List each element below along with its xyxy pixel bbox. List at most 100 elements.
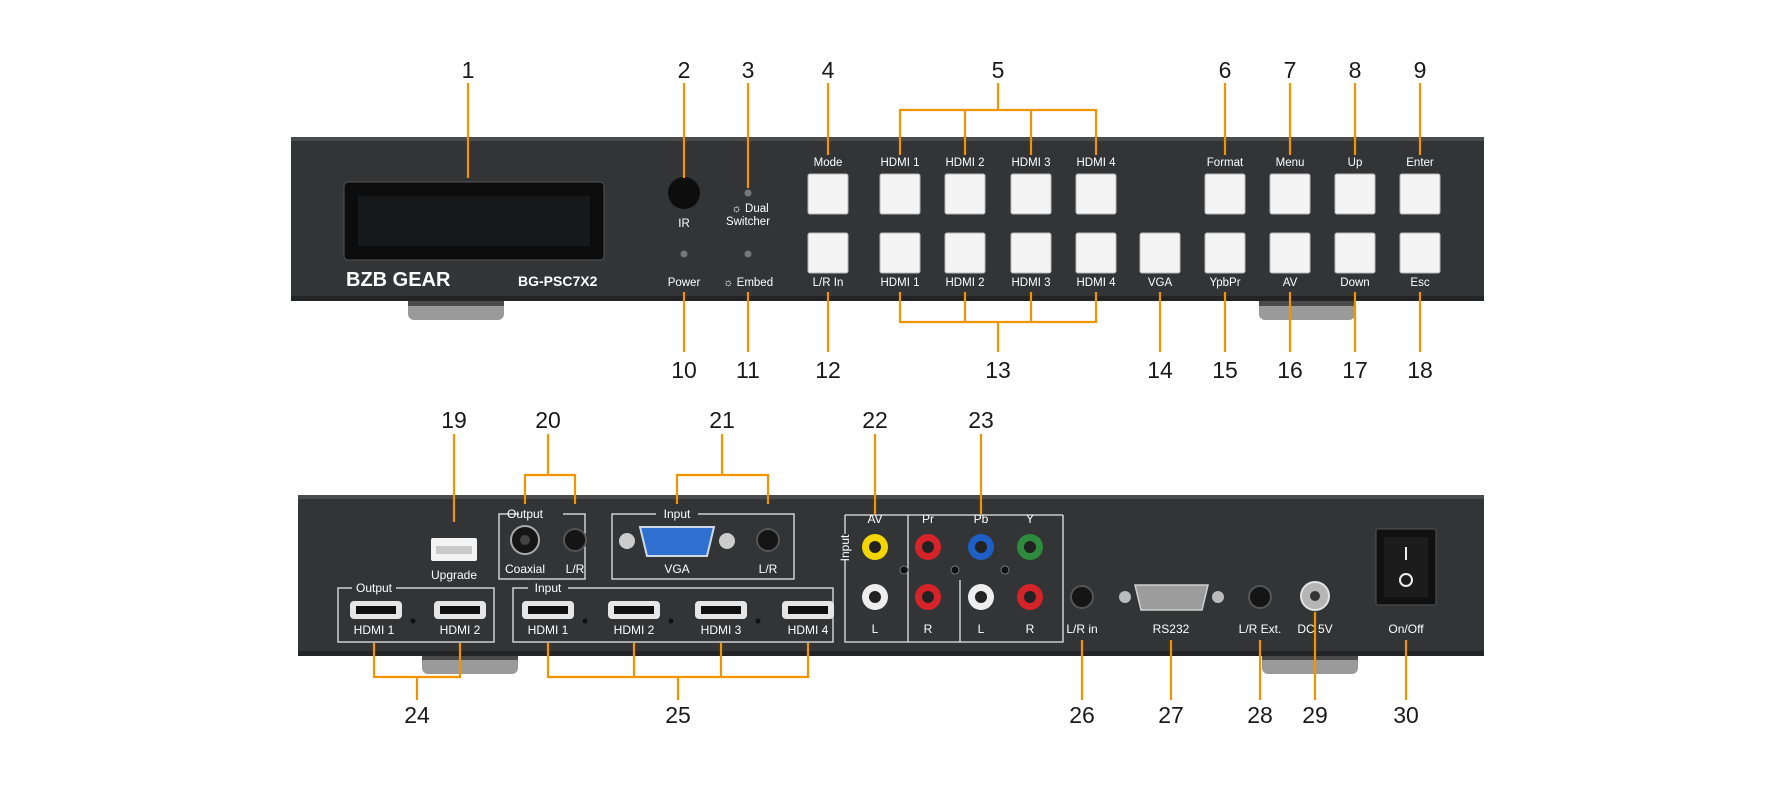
l1-label: L: [872, 622, 879, 636]
callout-17: 17: [1342, 357, 1368, 383]
dc-jack-core: [1310, 591, 1320, 601]
ir-sensor: [668, 177, 700, 209]
top-hdmi-2-label: HDMI 2: [946, 157, 985, 169]
lr-in-button[interactable]: [807, 232, 849, 274]
callout-9: 9: [1414, 57, 1427, 83]
callout-6: 6: [1219, 57, 1232, 83]
av-input-title: Input: [838, 534, 852, 561]
esc-button[interactable]: [1399, 232, 1441, 274]
lr-out-jack: [563, 528, 587, 552]
frame-gap: [656, 508, 698, 520]
callout-23: 23: [968, 407, 994, 433]
mode-button[interactable]: [807, 173, 849, 215]
lr-out-label: L/R: [566, 562, 585, 576]
lr-ext-label: L/R Ext.: [1239, 622, 1282, 636]
hdmi-output-title: Output: [356, 581, 393, 595]
hdmi-led: [755, 618, 761, 624]
foot-shadow: [408, 298, 504, 306]
callout-25: 25: [665, 702, 691, 728]
power-led: [680, 250, 688, 258]
top-hdmi-4-label: HDMI 4: [1077, 157, 1117, 169]
bottom-hdmi-3-button[interactable]: [1010, 232, 1052, 274]
mode-label: Mode: [814, 157, 843, 169]
frame-gap: [528, 582, 568, 594]
vga-label: VGA: [1148, 277, 1173, 289]
frame-gap: [519, 508, 563, 520]
av-label: AV: [1283, 277, 1298, 289]
lr-in-jack: [1070, 585, 1094, 609]
pb-label: Pb: [974, 512, 989, 526]
bottom-hdmi-2-label: HDMI 2: [946, 277, 985, 289]
front-callouts: [466, 83, 1422, 352]
bottom-hdmi-1-button[interactable]: [879, 232, 921, 274]
callout-12: 12: [815, 357, 841, 383]
on-off-label: On/Off: [1388, 622, 1424, 636]
enter-button[interactable]: [1399, 173, 1441, 215]
bottom-hdmi-4-button[interactable]: [1075, 232, 1117, 274]
top-hdmi-3-button[interactable]: [1010, 173, 1052, 215]
callout-16: 16: [1277, 357, 1303, 383]
callout-1: 1: [462, 57, 475, 83]
hdmi-input-title: Input: [535, 581, 562, 595]
top-hdmi-2-button[interactable]: [944, 173, 986, 215]
callout-4: 4: [822, 57, 835, 83]
down-button[interactable]: [1334, 232, 1376, 274]
coaxial-jack-core: [520, 535, 530, 545]
output-audio-title: Output: [507, 507, 544, 521]
rs232-screw-right: [1212, 591, 1224, 603]
chassis-bottom-edge: [291, 296, 1484, 301]
callout-10: 10: [671, 357, 697, 383]
menu-button[interactable]: [1269, 173, 1311, 215]
esc-label: Esc: [1410, 277, 1429, 289]
embed-led: [744, 250, 752, 258]
frame-gap: [352, 582, 396, 594]
callout-2: 2: [678, 57, 691, 83]
ypbpr-button[interactable]: [1204, 232, 1246, 274]
av-button[interactable]: [1269, 232, 1311, 274]
hdmi-in-4-label: HDMI 4: [788, 623, 829, 637]
callout-27: 27: [1158, 702, 1184, 728]
format-button[interactable]: [1204, 173, 1246, 215]
r1-label: R: [924, 622, 933, 636]
callout-13: 13: [985, 357, 1011, 383]
vga-input-title: Input: [664, 507, 691, 521]
logo-text: BZB GEAR: [346, 269, 451, 291]
lr-in-label: L/R In: [813, 277, 844, 289]
hdmi-port-inner: [788, 606, 828, 614]
callout-5: 5: [992, 57, 1005, 83]
dual-switcher-led: [744, 189, 752, 197]
vga-lr-label: L/R: [759, 562, 778, 576]
power-switch-rocker: [1384, 537, 1428, 597]
callout-15: 15: [1212, 357, 1238, 383]
pr-label: Pr: [922, 512, 934, 526]
vga-label: VGA: [664, 562, 689, 576]
jack-core: [1024, 591, 1036, 603]
rear-callouts: [372, 434, 1408, 700]
power-off-mark: [1399, 573, 1413, 587]
menu-label: Menu: [1276, 157, 1305, 169]
rear-panel: Upgrade Output Coaxial L/R Input VGA L/R…: [298, 495, 1484, 674]
bzbgear-logo: BZB GEAR: [346, 269, 451, 291]
screw: [899, 565, 909, 575]
ypbpr-label: YpbPr: [1209, 277, 1240, 289]
hdmi-led: [410, 618, 416, 624]
up-button[interactable]: [1334, 173, 1376, 215]
vga-button[interactable]: [1139, 232, 1181, 274]
jack-core: [975, 591, 987, 603]
bottom-hdmi-4-label: HDMI 4: [1077, 277, 1117, 289]
jack-core: [922, 541, 934, 553]
vga-screw-left: [619, 533, 635, 549]
bottom-hdmi-2-button[interactable]: [944, 232, 986, 274]
jack-core: [869, 591, 881, 603]
callout-3: 3: [742, 57, 755, 83]
rs232-label: RS232: [1153, 622, 1190, 636]
bottom-hdmi-3-label: HDMI 3: [1012, 277, 1051, 289]
hdmi-led: [582, 618, 588, 624]
jack-core: [1024, 541, 1036, 553]
top-hdmi-1-button[interactable]: [879, 173, 921, 215]
av-frame-outline: [844, 515, 1064, 643]
callout-26: 26: [1069, 702, 1095, 728]
top-hdmi-4-button[interactable]: [1075, 173, 1117, 215]
down-label: Down: [1340, 277, 1369, 289]
